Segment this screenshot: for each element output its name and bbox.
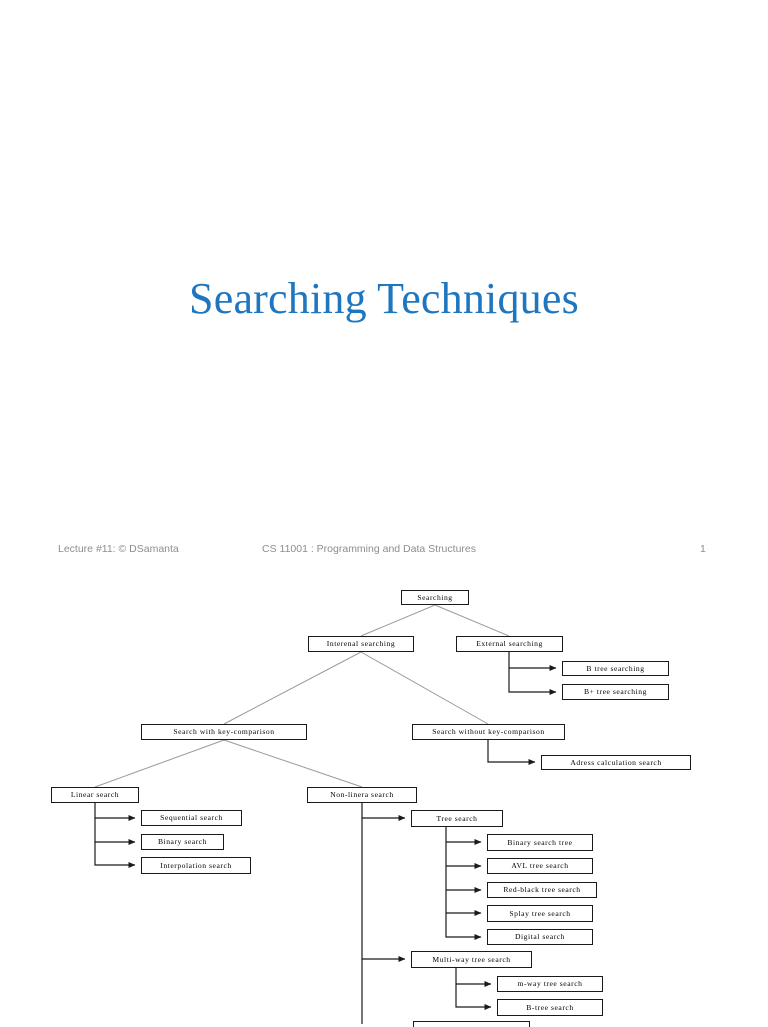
- node-non-linear-search[interactable]: Non-linera search: [307, 787, 417, 803]
- node-external-searching[interactable]: External searching: [456, 636, 563, 652]
- node-tree-search[interactable]: Tree search: [411, 810, 503, 827]
- node-b-tree-search[interactable]: B-tree search: [497, 999, 603, 1016]
- node-sequential-search[interactable]: Sequential search: [141, 810, 242, 826]
- footer-lecture-credit: Lecture #11: © DSamanta: [58, 543, 179, 555]
- node-adress-calculation-search[interactable]: Adress calculation search: [541, 755, 691, 770]
- node-search-without-key-comparison[interactable]: Search without key-comparison: [412, 724, 565, 740]
- node-avl-tree-search[interactable]: AVL tree search: [487, 858, 593, 874]
- node-cut-off-bottom[interactable]: [413, 1021, 530, 1027]
- node-linear-search[interactable]: Linear search: [51, 787, 139, 803]
- node-bplus-tree-searching[interactable]: B+ tree searching: [562, 684, 669, 700]
- node-digital-search[interactable]: Digital search: [487, 929, 593, 945]
- page-title: Searching Techniques: [189, 274, 579, 323]
- node-binary-search[interactable]: Binary search: [141, 834, 224, 850]
- node-b-tree-searching[interactable]: B tree searching: [562, 661, 669, 676]
- footer-page-number: 1: [700, 543, 706, 555]
- node-searching[interactable]: Searching: [401, 590, 469, 605]
- node-multi-way-tree-search[interactable]: Multi-way tree search: [411, 951, 532, 968]
- node-interpolation-search[interactable]: Interpolation search: [141, 857, 251, 874]
- node-search-with-key-comparison[interactable]: Search with key-comparison: [141, 724, 307, 740]
- node-internal-searching[interactable]: Interenal searching: [308, 636, 414, 652]
- slide-footer: Lecture #11: © DSamanta CS 11001 : Progr…: [0, 541, 768, 557]
- footer-course-title: CS 11001 : Programming and Data Structur…: [262, 543, 476, 555]
- node-m-way-tree-search[interactable]: m-way tree search: [497, 976, 603, 992]
- node-splay-tree-search[interactable]: Splay tree search: [487, 905, 593, 922]
- node-red-black-tree-search[interactable]: Red-black tree search: [487, 882, 597, 898]
- node-binary-search-tree[interactable]: Binary search tree: [487, 834, 593, 851]
